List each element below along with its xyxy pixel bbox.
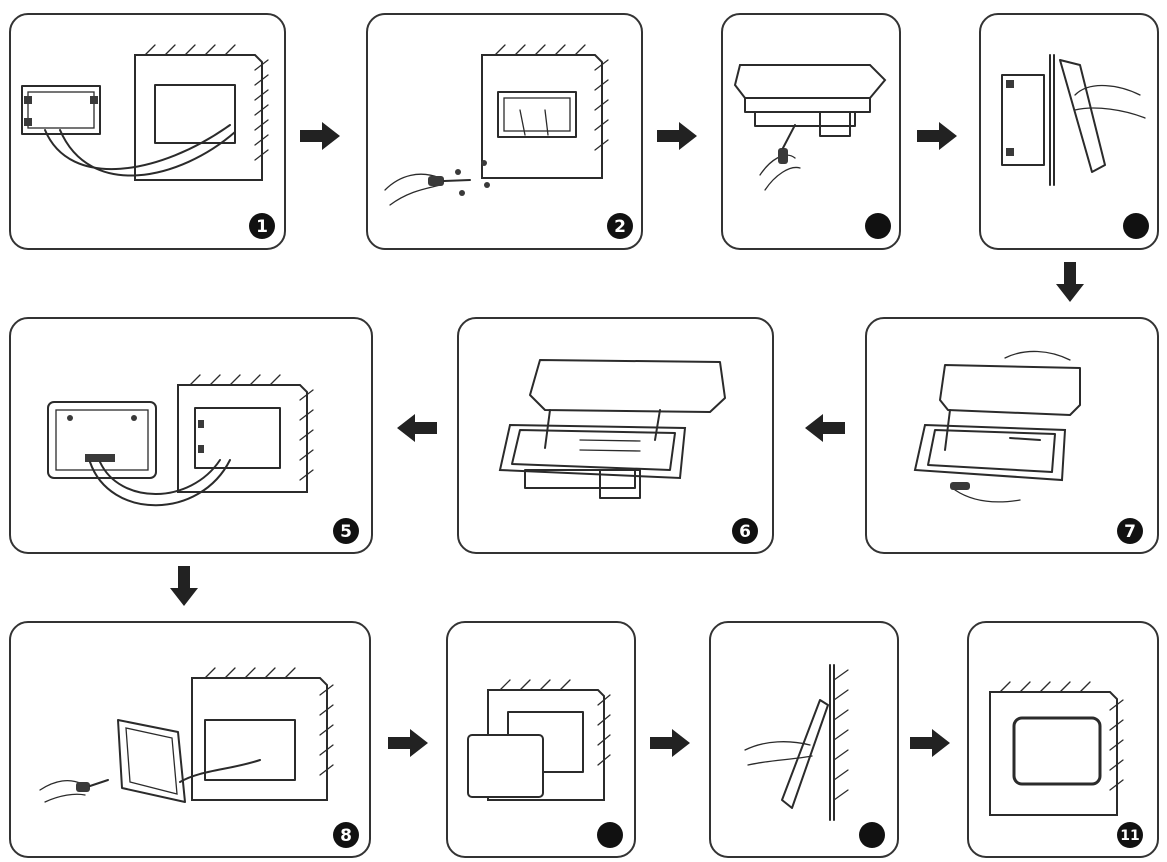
step-1-number: 1 <box>256 217 268 237</box>
step-11-number: 11 <box>1120 828 1139 844</box>
step-2-panel <box>366 13 643 250</box>
arrow-right-2 <box>657 122 697 150</box>
step-1-panel <box>9 13 286 250</box>
step-8-number: 8 <box>340 826 352 846</box>
step-3-panel <box>721 13 901 250</box>
step-2-badge: 2 <box>607 213 633 239</box>
step-5-badge: 5 <box>333 518 359 544</box>
step-4-badge <box>1123 213 1149 239</box>
arrow-right-5 <box>650 729 690 757</box>
arrow-right-6 <box>910 729 950 757</box>
step-11-panel <box>967 621 1159 858</box>
step-1-badge: 1 <box>249 213 275 239</box>
step-6-number: 6 <box>739 522 751 542</box>
arrow-left-2 <box>397 414 437 442</box>
arrow-down-2 <box>170 566 198 606</box>
step-10-panel <box>709 621 899 858</box>
arrow-right-1 <box>300 122 340 150</box>
step-5-number: 5 <box>340 522 352 542</box>
step-4-panel <box>979 13 1159 250</box>
step-7-number: 7 <box>1124 522 1136 542</box>
arrow-left-1 <box>805 414 845 442</box>
step-8-panel <box>9 621 371 858</box>
step-9-panel <box>446 621 636 858</box>
step-8-badge: 8 <box>333 822 359 848</box>
step-7-badge: 7 <box>1117 518 1143 544</box>
step-9-badge <box>597 822 623 848</box>
step-6-panel <box>457 317 774 554</box>
step-11-badge: 11 <box>1117 822 1143 848</box>
step-6-badge: 6 <box>732 518 758 544</box>
step-2-number: 2 <box>614 217 626 237</box>
arrow-right-3 <box>917 122 957 150</box>
step-3-badge <box>865 213 891 239</box>
step-5-panel <box>9 317 373 554</box>
arrow-down-1 <box>1056 262 1084 302</box>
step-10-badge <box>859 822 885 848</box>
step-7-panel <box>865 317 1159 554</box>
arrow-right-4 <box>388 729 428 757</box>
